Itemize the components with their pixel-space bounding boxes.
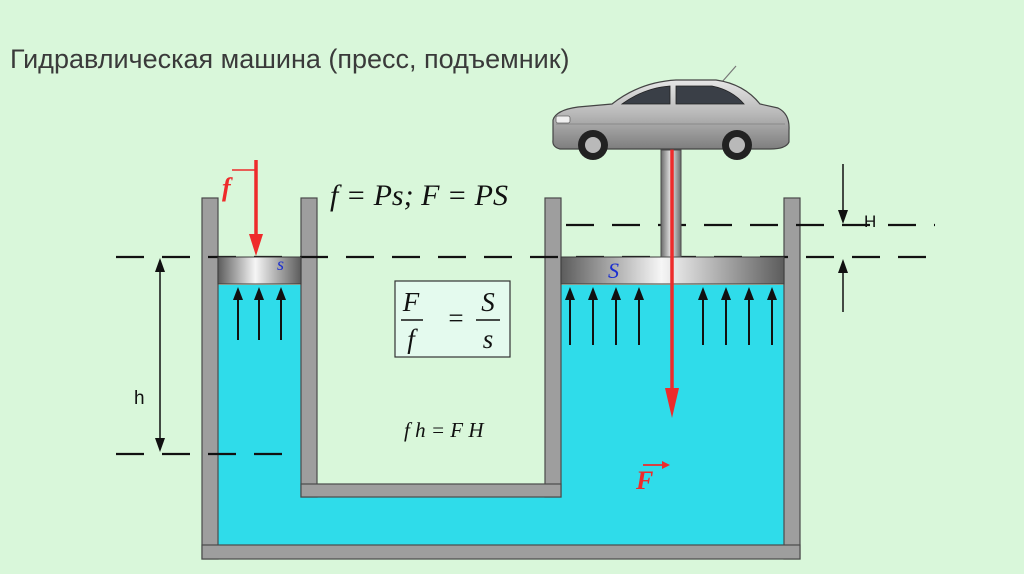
small-area-label: s xyxy=(277,254,284,274)
large-height-label: H xyxy=(864,212,876,231)
middle-bottom-wall xyxy=(300,483,562,498)
liquid xyxy=(218,285,784,545)
ratio-equals: = xyxy=(448,303,463,333)
large-force-label: F xyxy=(635,466,653,495)
pressure-arrows-small xyxy=(233,287,286,340)
ratio-numerator-left: F xyxy=(402,287,420,317)
work-relation-formula: f h = F H xyxy=(404,418,485,442)
ratio-numerator-right: S xyxy=(481,287,495,317)
right-outer-wall xyxy=(783,197,801,560)
ratio-denominator-left: f xyxy=(407,324,418,354)
pressure-arrows-large xyxy=(565,287,777,345)
ratio-denominator-right: s xyxy=(483,324,494,354)
left-outer-wall xyxy=(201,197,219,560)
H-dimension xyxy=(838,164,848,312)
dashed-reference-lines xyxy=(116,223,935,456)
small-force-arrow xyxy=(249,160,263,256)
small-piston xyxy=(217,256,302,285)
left-inner-wall xyxy=(300,197,318,498)
small-force-label: f xyxy=(222,173,233,202)
h-dimension xyxy=(155,258,165,452)
right-inner-wall xyxy=(544,197,562,498)
force-relation-formula: f = Ps; F = PS xyxy=(330,179,508,212)
large-force-arrow xyxy=(665,128,679,418)
ratio-formula: F f = S s xyxy=(394,280,511,358)
bottom-wall xyxy=(201,544,801,560)
large-force-vector-tip xyxy=(662,461,670,469)
car-icon xyxy=(552,65,790,160)
slide-title: Гидравлическая машина (пресс, подъемник) xyxy=(10,44,570,74)
large-area-label: S xyxy=(608,258,619,283)
vessel-walls xyxy=(201,197,801,560)
small-height-label: h xyxy=(134,388,145,409)
